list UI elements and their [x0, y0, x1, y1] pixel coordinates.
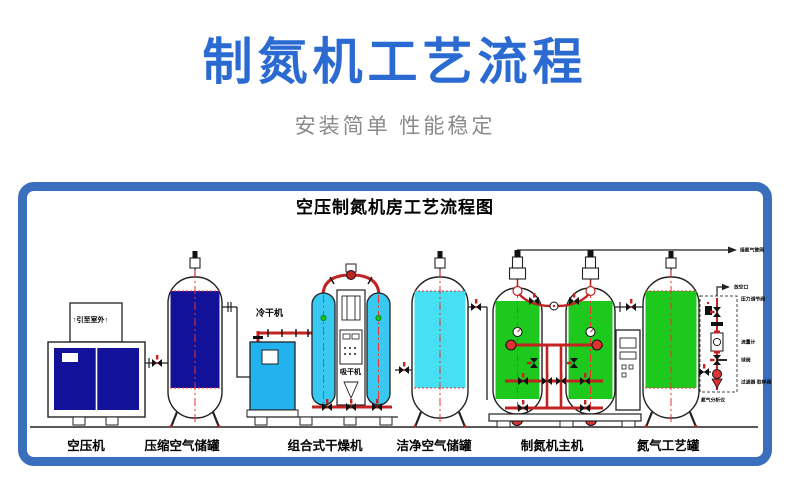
label-combined-dryer: 组合式干燥机	[287, 439, 363, 453]
label-cold-dryer: 冷干机	[256, 308, 284, 318]
dryer-base	[247, 416, 398, 426]
annotation-pressure-valve: 压力调节阀	[741, 297, 766, 303]
cold-dryer	[246, 329, 313, 418]
label-clean-air-tank: 洁净空气储罐	[396, 439, 472, 453]
adsorption-dryer-columns	[311, 263, 412, 411]
label-n2-process-tank: 氮气工艺罐	[636, 439, 700, 453]
pipe-to-nitrogen-tank	[614, 299, 643, 312]
annotation-ball-valve: 球阀	[741, 358, 751, 364]
diagram-title: 空压制氮机房工艺流程图	[296, 198, 494, 217]
nitrogen-process-tank	[642, 251, 700, 428]
clean-air-tank	[411, 251, 488, 428]
label-adsorption-dryer: 吸干机	[340, 369, 361, 376]
label-outdoor-vent: ↑引至室外↑	[73, 317, 108, 324]
nitrogen-generator	[488, 250, 642, 428]
annotation-analyzer: 氮气分析仪	[701, 398, 726, 404]
annotation-flow-meter: 流量计	[741, 340, 756, 346]
page-subtitle: 安装简单 性能稳定	[294, 115, 496, 138]
nitrogen-outlet-line	[517, 246, 737, 254]
label-compressed-tank: 压缩空气储罐	[144, 439, 220, 453]
air-compressor	[47, 302, 168, 426]
label-n2-generator: 制氮机主机	[520, 439, 584, 453]
label-air-compressor: 空压机	[67, 439, 105, 453]
annotation-filter-group: 过滤器 取样阀	[741, 380, 772, 386]
page-title: 制氮机工艺流程	[202, 34, 588, 90]
compressed-air-tank	[167, 251, 250, 428]
annotation-n2-outlet: 接氮气管网	[740, 248, 765, 254]
outlet-metering-assembly	[699, 283, 738, 393]
annotation-vent: 放空口	[734, 285, 749, 291]
